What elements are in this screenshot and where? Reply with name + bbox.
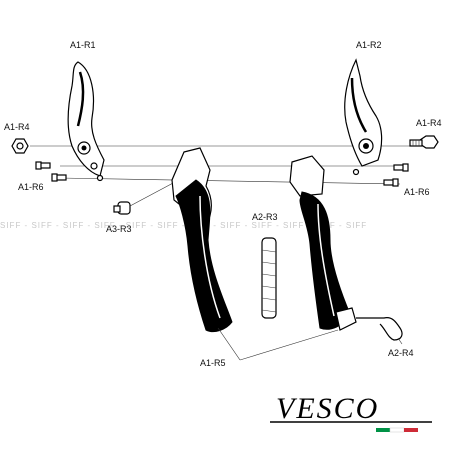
- label-a1-r4-right: A1-R4: [416, 118, 442, 128]
- label-a1-r1: A1-R1: [70, 40, 96, 50]
- flag-green: [376, 428, 390, 432]
- leader-a2-r4: [397, 337, 403, 345]
- brand-name: VESCO: [276, 392, 379, 425]
- right-blade-part: [344, 58, 383, 176]
- left-blade-part: [67, 61, 105, 182]
- adjuster-part: [113, 181, 176, 215]
- left-handle-part: [171, 147, 233, 333]
- label-a1-r5: A1-R5: [200, 358, 226, 368]
- label-a1-r4-left: A1-R4: [4, 122, 30, 132]
- left-screws-part: [35, 161, 67, 182]
- spring-part: [261, 237, 277, 319]
- label-a2-r3: A2-R3: [252, 212, 278, 222]
- right-screws-part: [383, 163, 409, 187]
- label-a1-r6-left: A1-R6: [18, 182, 44, 192]
- alignment-line-lower: [59, 177, 401, 185]
- right-bolt-part: [409, 135, 439, 149]
- lock-wire-part: [356, 317, 403, 341]
- flag-white: [389, 427, 405, 433]
- leader-a1-r5-right: [239, 329, 339, 361]
- right-handle-part: [289, 155, 357, 331]
- leader-a1-r5-left: [217, 327, 241, 361]
- watermark-text: SIFF - SIFF - SIFF - SIFF - SIFF - SIFF …: [0, 221, 367, 230]
- left-nut-part: [11, 138, 29, 154]
- label-a1-r2: A1-R2: [356, 40, 382, 50]
- flag-red: [404, 428, 418, 432]
- label-a1-r6-right: A1-R6: [404, 187, 430, 197]
- label-a2-r4: A2-R4: [388, 348, 414, 358]
- label-a3-r3: A3-R3: [106, 224, 132, 234]
- vesco-logo: VESCO: [270, 392, 432, 433]
